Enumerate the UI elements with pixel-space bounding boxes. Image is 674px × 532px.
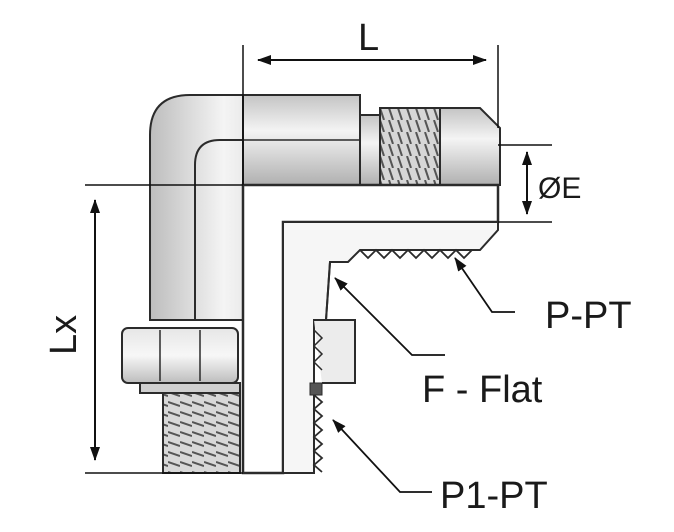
bottom-thread xyxy=(162,392,241,474)
dimension-height xyxy=(85,184,243,474)
base-thread-label: P1-PT xyxy=(440,475,548,517)
hex-nut xyxy=(121,327,241,394)
length-label: L xyxy=(358,17,379,59)
leader-base-thread xyxy=(332,419,432,493)
height-label: Lx xyxy=(43,315,85,355)
dimension-length xyxy=(242,45,499,185)
diameter-label: ØE xyxy=(538,172,581,205)
leader-flat xyxy=(334,277,445,356)
dimension-diameter xyxy=(498,144,552,223)
leader-port-thread xyxy=(454,257,515,313)
flat-label: F - Flat xyxy=(422,369,543,411)
port-thread-label: P-PT xyxy=(545,295,632,337)
cross-section xyxy=(241,183,500,475)
top-thread xyxy=(359,107,501,186)
elbow-body xyxy=(149,94,361,321)
